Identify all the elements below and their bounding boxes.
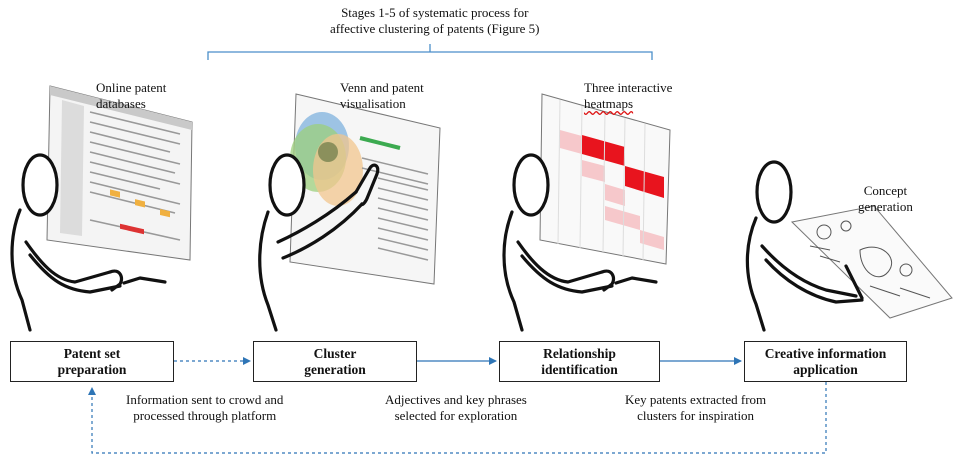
screen-label-4-line-1: Concept [863, 183, 908, 198]
concept-sketch-paper-icon [790, 205, 953, 319]
stage-4-line-1: Creative information [764, 345, 887, 361]
header-line-1: Stages 1-5 of systematic process for [341, 5, 529, 20]
transition-2-line-2: selected for exploration [394, 408, 518, 423]
venn-visualisation-screen-icon [289, 93, 441, 285]
screen-label-3-line-2: heatmaps [584, 96, 634, 111]
transition-1-line-2: processed through platform [133, 408, 277, 423]
stage-2-line-2: generation [304, 361, 366, 377]
screen-label-3-line-1: Three interactive [584, 80, 673, 95]
stage-1-line-1: Patent set [63, 345, 121, 361]
transition-1-line-1: Information sent to crowd and [126, 392, 284, 407]
transition-label-3: Key patents extracted from clusters for … [625, 392, 766, 424]
header-line-2: affective clustering of patents (Figure … [330, 21, 540, 36]
screen-label-2-line-1: Venn and patent [340, 80, 424, 95]
person-drawing-icon [745, 160, 864, 332]
stage-4-line-2: application [793, 361, 858, 377]
screen-label-4: Concept generation [858, 183, 913, 215]
transition-label-2: Adjectives and key phrases selected for … [385, 392, 527, 424]
header-title: Stages 1-5 of systematic process for aff… [330, 5, 540, 37]
stage-1-line-2: preparation [57, 361, 127, 377]
stage-3-line-2: identification [541, 361, 618, 377]
person-at-screen-icon [502, 153, 658, 332]
stages-bracket [207, 44, 653, 60]
screen-label-4-line-2: generation [858, 199, 913, 214]
transition-label-1: Information sent to crowd and processed … [126, 392, 283, 424]
feedback-loop-arrow [88, 382, 827, 454]
transition-3-line-1: Key patents extracted from [625, 392, 767, 407]
heatmap-screen-icon [539, 93, 671, 265]
screen-label-1: Online patent databases [96, 80, 166, 112]
stage-3-line-1: Relationship [543, 345, 616, 361]
patent-database-screen-icon [46, 85, 193, 261]
screen-label-3: Three interactive heatmaps [584, 80, 672, 112]
person-at-screen-icon [10, 153, 167, 332]
screen-label-2-line-2: visualisation [340, 96, 406, 111]
screen-label-2: Venn and patent visualisation [340, 80, 424, 112]
transition-3-line-2: clusters for inspiration [637, 408, 755, 423]
person-pointing-icon [258, 153, 380, 332]
screen-label-1-line-1: Online patent [96, 80, 167, 95]
stage-2-line-1: Cluster [313, 345, 357, 361]
transition-2-line-1: Adjectives and key phrases [385, 392, 527, 407]
screen-label-1-line-2: databases [96, 96, 146, 111]
